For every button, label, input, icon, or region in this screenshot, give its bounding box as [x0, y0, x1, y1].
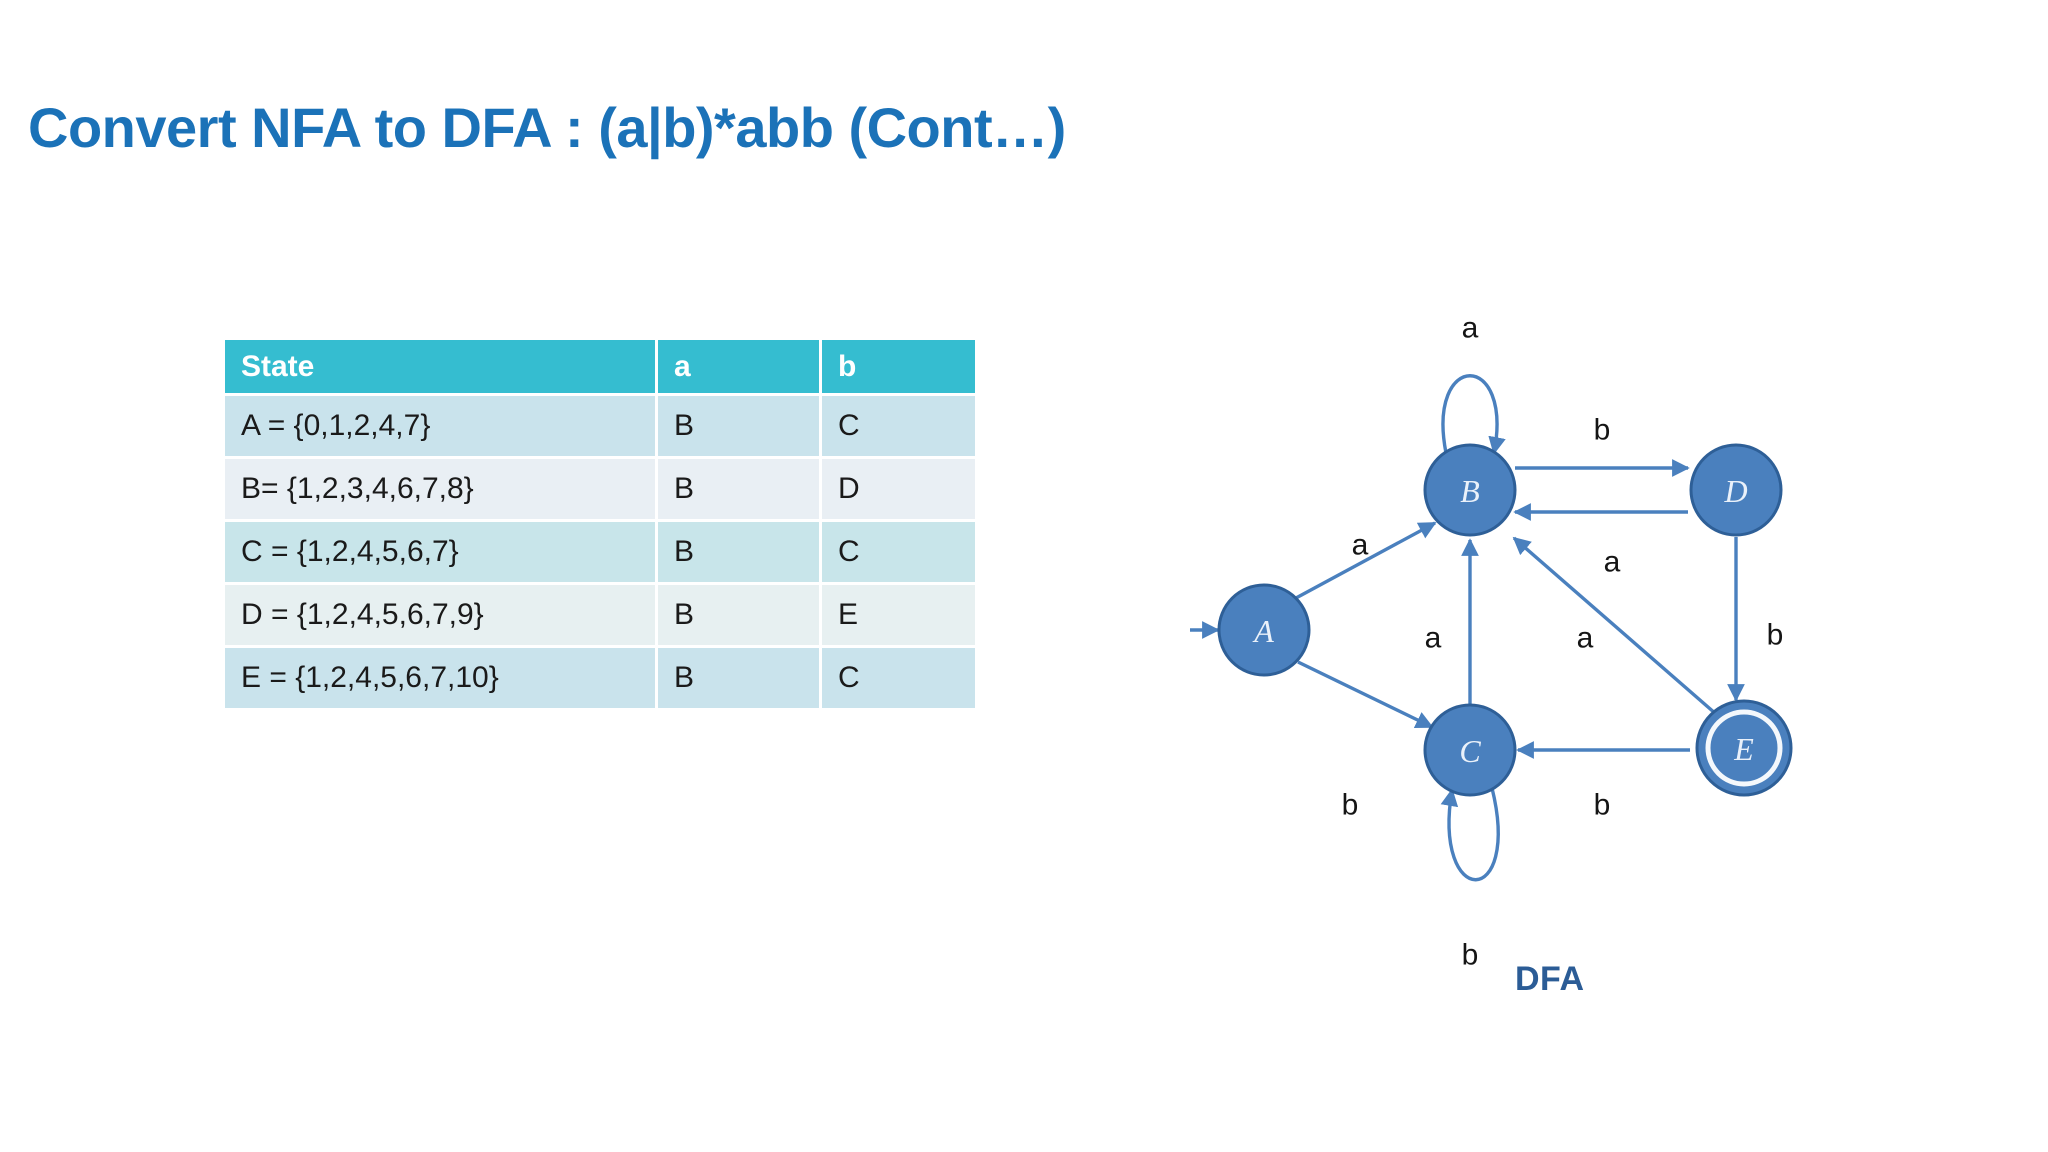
- cell-a: B: [658, 585, 822, 648]
- cell-state: C = {1,2,4,5,6,7}: [225, 522, 658, 585]
- table-row: A = {0,1,2,4,7} B C: [225, 396, 975, 459]
- cell-a: B: [658, 522, 822, 585]
- state-e-accepting-ring: [1705, 709, 1783, 787]
- cell-a: B: [658, 396, 822, 459]
- state-b-label: B: [1460, 473, 1480, 509]
- edge-label-e-to-b: a: [1577, 622, 1594, 655]
- column-header-state: State: [225, 340, 658, 396]
- table-row: E = {1,2,4,5,6,7,10} B C: [225, 648, 975, 711]
- edge-e-to-b: [1512, 536, 1718, 716]
- table-row: C = {1,2,4,5,6,7} B C: [225, 522, 975, 585]
- state-a-label: A: [1252, 613, 1274, 649]
- state-node-b[interactable]: B: [1423, 443, 1517, 537]
- edge-label-c-to-b: a: [1425, 622, 1442, 655]
- cell-state: E = {1,2,4,5,6,7,10}: [225, 648, 658, 711]
- edge-c-self-loop: [1440, 787, 1500, 882]
- state-d-circle: [1689, 443, 1783, 537]
- cell-b: C: [822, 648, 975, 711]
- cell-state: B= {1,2,3,4,6,7,8}: [225, 459, 658, 522]
- cell-b: C: [822, 522, 975, 585]
- edge-label-a-to-b: a: [1352, 529, 1369, 562]
- edge-label-b-self-loop: a: [1462, 312, 1479, 345]
- table-row: D = {1,2,4,5,6,7,9} B E: [225, 585, 975, 648]
- table-header-row: State a b: [225, 340, 975, 396]
- dfa-transition-table: State a b A = {0,1,2,4,7} B C B= {1,2,3,…: [225, 340, 975, 711]
- column-header-b: b: [822, 340, 975, 396]
- state-b-circle: [1423, 443, 1517, 537]
- diagram-caption: DFA: [1515, 960, 1585, 998]
- edge-label-c-self-loop: b: [1462, 939, 1479, 972]
- cell-b: C: [822, 396, 975, 459]
- state-node-c[interactable]: C: [1423, 703, 1517, 797]
- column-header-a: a: [658, 340, 822, 396]
- state-node-d[interactable]: D: [1689, 443, 1783, 537]
- edge-label-b-to-d: b: [1594, 414, 1611, 447]
- cell-a: B: [658, 648, 822, 711]
- edge-a-to-b: [1295, 521, 1437, 600]
- cell-state: A = {0,1,2,4,7}: [225, 396, 658, 459]
- edge-label-a-to-c: b: [1342, 789, 1359, 822]
- cell-state: D = {1,2,4,5,6,7,9}: [225, 585, 658, 648]
- state-node-a[interactable]: A: [1217, 583, 1311, 677]
- state-c-label: C: [1459, 733, 1481, 769]
- page-title: Convert NFA to DFA : (a|b)*abb (Cont…): [28, 96, 1066, 159]
- state-d-label: D: [1723, 473, 1747, 509]
- dfa-state-diagram: A B C D E a a b b a a a b b: [1130, 250, 1950, 1010]
- cell-a: B: [658, 459, 822, 522]
- edge-label-d-to-b: a: [1604, 546, 1621, 579]
- edge-label-d-to-e: b: [1767, 619, 1784, 652]
- state-e-circle: [1695, 699, 1793, 797]
- table-row: B= {1,2,3,4,6,7,8} B D: [225, 459, 975, 522]
- edge-label-e-to-c: b: [1594, 789, 1611, 822]
- cell-b: D: [822, 459, 975, 522]
- state-a-circle: [1217, 583, 1311, 677]
- state-e-label: E: [1733, 731, 1754, 767]
- edge-b-self-loop: [1441, 374, 1506, 455]
- cell-b: E: [822, 585, 975, 648]
- state-c-circle: [1423, 703, 1517, 797]
- edge-a-to-c: [1297, 660, 1434, 729]
- state-node-e[interactable]: E: [1695, 699, 1793, 797]
